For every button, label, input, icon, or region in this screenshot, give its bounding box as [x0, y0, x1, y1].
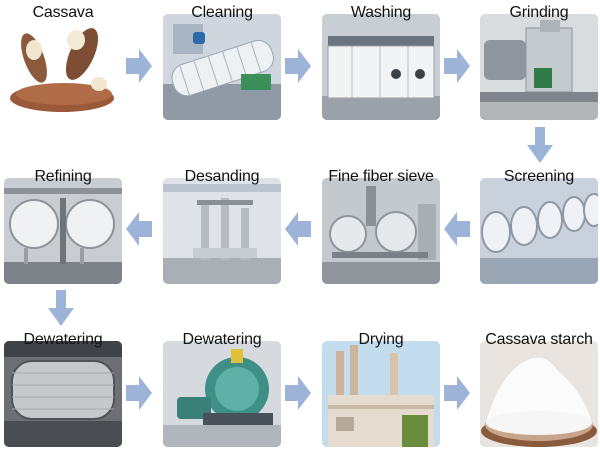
- step-label: Fine fiber sieve: [328, 168, 434, 185]
- step-cassava-starch: Cassava starch: [480, 329, 598, 447]
- step-desanding: Desanding: [163, 166, 281, 284]
- step-label: Cassava: [32, 4, 94, 21]
- step-label: Refining: [34, 168, 92, 185]
- step-label: Drying: [358, 331, 404, 348]
- step-label: Grinding: [509, 4, 569, 21]
- drying-tower-photo: [322, 341, 440, 447]
- step-dewatering-1: Dewatering: [4, 329, 122, 447]
- arrow-right-icon: [126, 49, 152, 83]
- step-label: Washing: [350, 4, 412, 21]
- screening-machine-photo: [480, 178, 598, 284]
- arrow-left-icon: [444, 212, 470, 246]
- arrow-down-icon: [48, 290, 74, 326]
- step-cleaning: Cleaning: [163, 2, 281, 120]
- arrow-down-icon: [527, 127, 553, 163]
- step-label: Cassava starch: [485, 331, 593, 348]
- arrow-right-icon: [444, 376, 470, 410]
- washing-machine-photo: [322, 14, 440, 120]
- step-label: Dewatering: [182, 331, 262, 348]
- arrow-right-icon: [285, 376, 311, 410]
- step-grinding: Grinding: [480, 2, 598, 120]
- step-dewatering-2: Dewatering: [163, 329, 281, 447]
- step-label: Dewatering: [23, 331, 103, 348]
- fine-fiber-sieve-photo: [322, 178, 440, 284]
- step-label: Screening: [503, 168, 575, 185]
- centrifuge-photo: [163, 341, 281, 447]
- step-washing: Washing: [322, 2, 440, 120]
- step-label: Cleaning: [191, 4, 253, 21]
- step-label: Desanding: [184, 168, 260, 185]
- desanding-machine-photo: [163, 178, 281, 284]
- arrow-right-icon: [285, 49, 311, 83]
- step-fine-fiber-sieve: Fine fiber sieve: [322, 166, 440, 284]
- step-drying: Drying: [322, 329, 440, 447]
- arrow-left-icon: [285, 212, 311, 246]
- cassava-photo: [4, 14, 122, 120]
- grinding-machine-photo: [480, 14, 598, 120]
- arrow-right-icon: [126, 376, 152, 410]
- arrow-right-icon: [444, 49, 470, 83]
- arrow-left-icon: [126, 212, 152, 246]
- vacuum-filter-photo: [4, 341, 122, 447]
- starch-bowl-photo: [480, 341, 598, 447]
- step-refining: Refining: [4, 166, 122, 284]
- refining-machine-photo: [4, 178, 122, 284]
- step-screening: Screening: [480, 166, 598, 284]
- step-cassava: Cassava: [4, 2, 122, 120]
- cleaning-machine-photo: [163, 14, 281, 120]
